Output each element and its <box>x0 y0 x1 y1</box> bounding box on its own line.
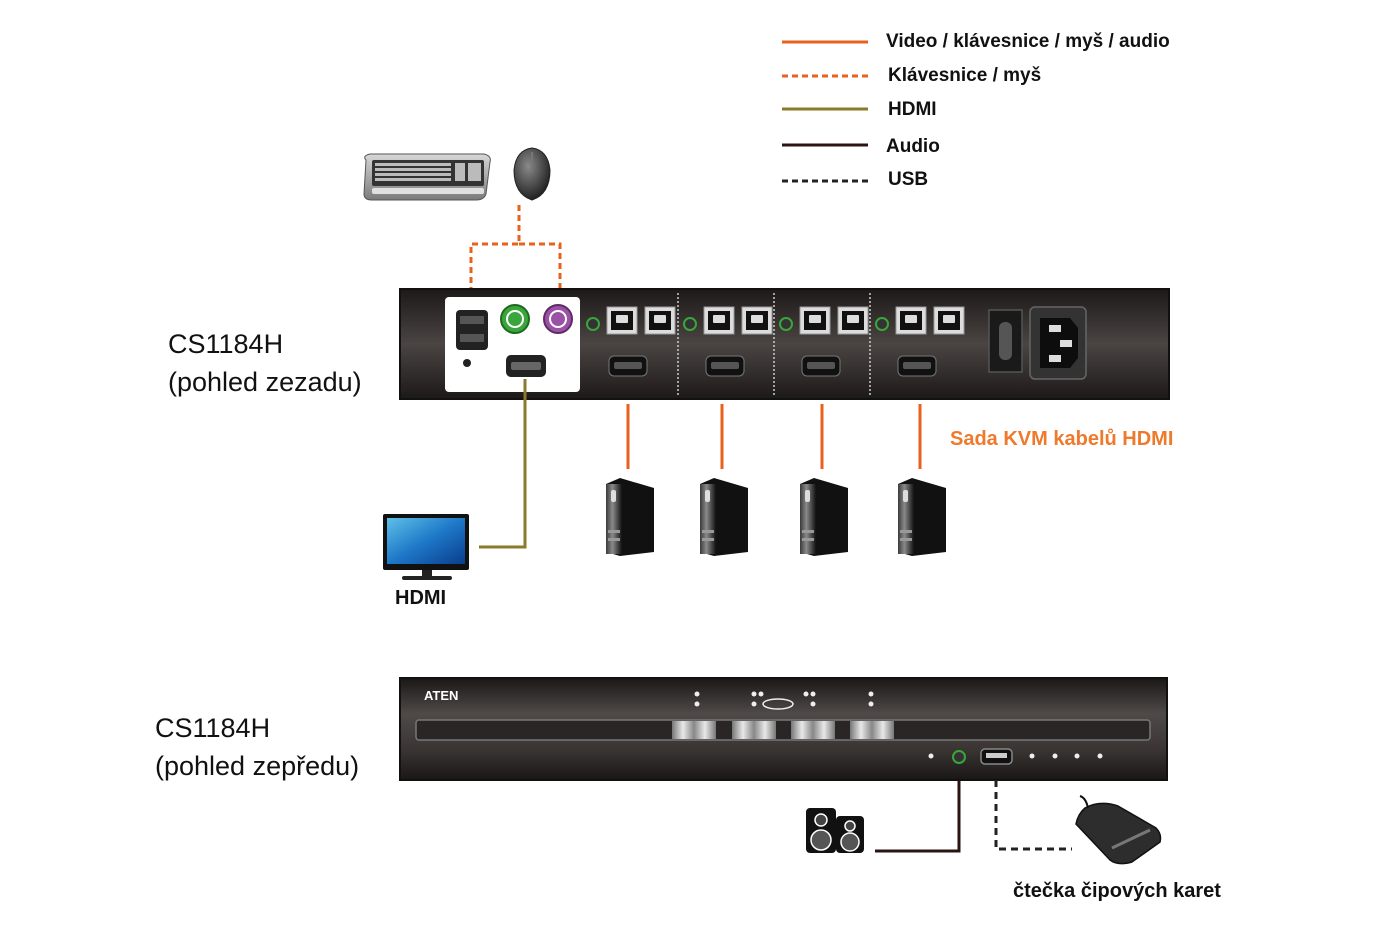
rear-unit-model-label: CS1184H <box>168 329 283 359</box>
computer-port-group <box>875 306 965 377</box>
legend-item-kb-mouse: Klávesnice / myš <box>782 65 1041 86</box>
rear-unit <box>399 288 1170 400</box>
led-indicator <box>758 691 764 697</box>
usb-b-port-icon <box>837 306 869 335</box>
port-select-button <box>672 721 716 739</box>
led-indicator <box>810 691 816 697</box>
legend-item-audio: Audio <box>782 136 940 157</box>
console-usb-port-icon <box>456 310 488 350</box>
cable-usb-card-reader <box>994 780 1072 851</box>
legend-label: USB <box>888 169 928 190</box>
led-indicator <box>868 701 874 707</box>
computer-icon <box>606 478 654 556</box>
ps2-mouse-port-icon <box>543 304 573 334</box>
computer-icon <box>898 478 946 556</box>
hdmi-port-icon <box>897 355 937 377</box>
power-switch-icon <box>988 309 1023 373</box>
led-indicator <box>694 701 700 707</box>
led-indicator <box>751 691 757 697</box>
led-indicator <box>803 691 809 697</box>
usb-b-port-icon <box>703 306 735 335</box>
legend-item-video-kb-mouse-audio: Video / klávesnice / myš / audio <box>782 31 1170 52</box>
computer-icon <box>700 478 748 556</box>
usb-b-port-icon <box>895 306 927 335</box>
front-slot-bar <box>415 719 1151 741</box>
status-leds <box>694 691 1103 759</box>
port-select-button <box>732 721 776 739</box>
led-indicator <box>1074 753 1080 759</box>
hdmi-port-icon <box>608 355 648 377</box>
audio-port-icon <box>586 317 600 331</box>
led-indicator <box>694 691 700 697</box>
cable-kb-mouse <box>469 205 562 292</box>
front-unit-view-label: (pohled zepředu) <box>155 751 359 781</box>
audio-port-icon <box>683 317 697 331</box>
led-indicator <box>1029 753 1035 759</box>
computer-port-group <box>779 306 869 377</box>
port-select-button <box>850 721 894 739</box>
port-select-button <box>791 721 835 739</box>
legend-label: Audio <box>886 136 940 157</box>
legend-label: Klávesnice / myš <box>888 65 1041 86</box>
led-indicator <box>1052 753 1058 759</box>
legend-label: HDMI <box>888 99 937 120</box>
front-usb-port-icon <box>980 748 1013 765</box>
legend-label: Video / klávesnice / myš / audio <box>886 31 1170 52</box>
usb-b-port-icon <box>933 306 965 335</box>
cable-hdmi-monitor <box>479 379 527 549</box>
port-selection-buttons <box>672 721 894 739</box>
led-indicator <box>928 753 934 759</box>
keyboard-icon <box>363 153 491 201</box>
front-unit-model-label: CS1184H <box>155 713 270 743</box>
rear-unit-view-label: (pohled zezadu) <box>168 367 362 397</box>
front-unit: ATEN <box>399 677 1168 781</box>
computer-port-group <box>586 306 676 377</box>
console-audio-port-icon <box>463 359 471 367</box>
computer-port-groups <box>586 293 965 395</box>
led-indicator <box>1097 753 1103 759</box>
legend: Video / klávesnice / myš / audio Klávesn… <box>782 31 1170 190</box>
hdmi-port-icon <box>705 355 745 377</box>
hotkey-indicator-icon <box>762 698 794 710</box>
monitor-icon <box>383 514 469 580</box>
audio-port-icon <box>875 317 889 331</box>
console-hdmi-port-icon <box>506 355 546 377</box>
computers <box>606 404 946 556</box>
smart-card-reader-icon <box>1075 795 1162 865</box>
computer-icon <box>800 478 848 556</box>
speakers-icon <box>806 808 864 853</box>
front-audio-port-icon <box>952 750 966 764</box>
power-socket-icon <box>1029 306 1087 380</box>
usb-b-port-icon <box>644 306 676 335</box>
computer-port-group <box>683 306 773 377</box>
usb-b-port-icon <box>799 306 831 335</box>
smart-card-reader-label: čtečka čipových karet <box>1013 880 1221 902</box>
monitor-label: HDMI <box>395 587 446 609</box>
aten-logo: ATEN <box>424 688 458 703</box>
usb-b-port-icon <box>741 306 773 335</box>
ps2-keyboard-port-icon <box>500 304 530 334</box>
cable-kit-label: Sada KVM kabelů HDMI <box>950 428 1173 450</box>
led-indicator <box>810 701 816 707</box>
mouse-icon <box>513 147 551 201</box>
cable-audio-speakers <box>875 780 961 853</box>
audio-port-icon <box>779 317 793 331</box>
legend-item-usb: USB <box>782 169 928 190</box>
led-indicator <box>751 701 757 707</box>
hdmi-port-icon <box>801 355 841 377</box>
usb-b-port-icon <box>606 306 638 335</box>
led-indicator <box>868 691 874 697</box>
legend-item-hdmi: HDMI <box>782 99 937 120</box>
